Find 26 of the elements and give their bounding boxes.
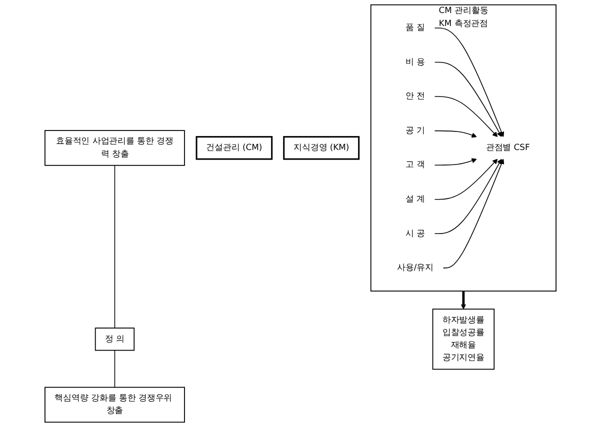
node-box: 지식경영 (KM)	[283, 136, 360, 160]
arrow	[434, 158, 502, 234]
arrow	[434, 158, 498, 200]
node-text: 관점별 CSF	[486, 142, 530, 152]
arrow	[434, 96, 498, 138]
arrow	[460, 291, 466, 310]
node-box: 건설관리 (CM)	[196, 136, 273, 160]
node-text: 비 용	[406, 57, 426, 67]
node-text: 안 전	[406, 91, 426, 102]
node-text: 공 기	[406, 126, 426, 136]
node-text: 사용/유지	[397, 262, 434, 272]
connector	[114, 350, 116, 388]
node-box: 효율적인 사업관리를 통한 경쟁력 창출	[44, 130, 185, 166]
node-box: 핵심역량 강화를 통한 경쟁우위 창출	[44, 386, 185, 423]
arrow	[434, 130, 477, 138]
node-text: 고 객	[406, 160, 426, 170]
arrow	[442, 158, 504, 268]
arrow	[434, 62, 502, 138]
node-box: 정 의	[94, 328, 135, 351]
connector	[114, 165, 116, 328]
node-text: 설 계	[406, 194, 426, 204]
node-box: 하자발생률 입찰성공률 재해율 공기지연율	[432, 308, 495, 370]
arrow	[434, 158, 477, 166]
arrow	[434, 28, 504, 138]
node-text: 시 공	[406, 228, 426, 238]
node-text: 품 질	[406, 22, 426, 32]
